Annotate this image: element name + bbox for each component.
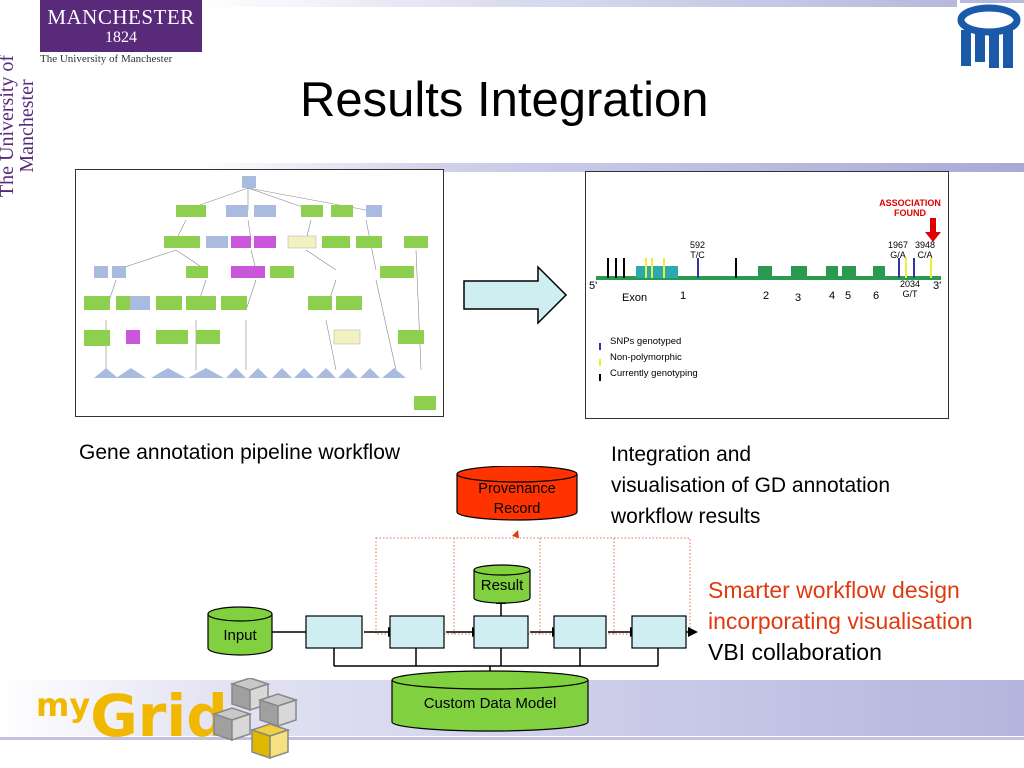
legend-snps-genotyped: SNPs genotyped <box>610 336 682 347</box>
mygrid-cubes-icon <box>212 678 299 760</box>
logo-subtitle: The University of Manchester <box>40 53 173 65</box>
snp-label-2034: 2034 G/T <box>900 279 921 299</box>
exon-number-5: 5 <box>845 290 852 302</box>
snp-label-592: 592 T/C <box>690 240 706 260</box>
exon-number-4: 4 <box>829 290 836 302</box>
association-found-label: ASSOCIATION FOUND <box>879 198 941 218</box>
five-prime-label: 5' <box>589 280 598 292</box>
snp-label-1967: 1967 G/A <box>888 240 909 260</box>
snp-label-3948: 3948 C/A <box>915 240 936 260</box>
legend-non-polymorphic: Non-polymorphic <box>610 352 682 363</box>
provenance-record-label: Provenance Record <box>478 481 556 517</box>
mii-logo-icon <box>957 4 1021 68</box>
footer-line <box>0 737 1024 740</box>
input-label: Input <box>223 627 257 644</box>
side-note-1: Smarter workflow design <box>708 577 960 603</box>
right-caption: Integration and visualisation of GD anno… <box>611 443 890 528</box>
custom-data-model-label: Custom Data Model <box>423 695 557 712</box>
mygrid-logo: myGrid <box>36 682 228 750</box>
side-note-3: VBI collaboration <box>708 639 882 665</box>
exon-number-1: 1 <box>680 290 687 302</box>
university-logo: MANCHESTER 1824 <box>40 0 202 52</box>
legend-currently-genotyping: Currently genotyping <box>610 368 698 379</box>
right-arrow-icon <box>463 265 568 325</box>
provenance-diagram-graphic <box>207 466 698 732</box>
workflow-diagram-panel <box>75 169 444 417</box>
vertical-university-text: The University of Manchester <box>0 54 38 198</box>
logo-name: MANCHESTER <box>47 5 195 29</box>
title-underline-bar <box>200 163 1024 172</box>
exon-label: Exon <box>622 292 648 304</box>
side-notes: Smarter workflow design incorporating vi… <box>708 575 973 668</box>
three-prime-label: 3' <box>933 280 942 292</box>
top-decorative-bar <box>200 0 957 7</box>
visualisation-panel: ASSOCIATION FOUND 592 T/C 1967 G/A 3948 … <box>585 171 949 419</box>
side-note-2: incorporating visualisation <box>708 608 973 634</box>
exon-number-6: 6 <box>873 290 880 302</box>
exon-number-2: 2 <box>763 290 770 302</box>
workflow-diagram-graphic <box>84 176 436 410</box>
exon-number-3: 3 <box>795 292 802 304</box>
left-caption: Gene annotation pipeline workflow <box>79 441 401 464</box>
mygrid-logo-my: my <box>36 686 91 724</box>
mygrid-logo-grid: Grid <box>90 682 228 750</box>
slide-title: Results Integration <box>300 73 709 127</box>
result-label: Result <box>480 577 524 594</box>
gene-visualisation-graphic <box>596 218 941 381</box>
top-decorative-bar-right <box>960 0 1024 3</box>
logo-year: 1824 <box>105 29 137 46</box>
